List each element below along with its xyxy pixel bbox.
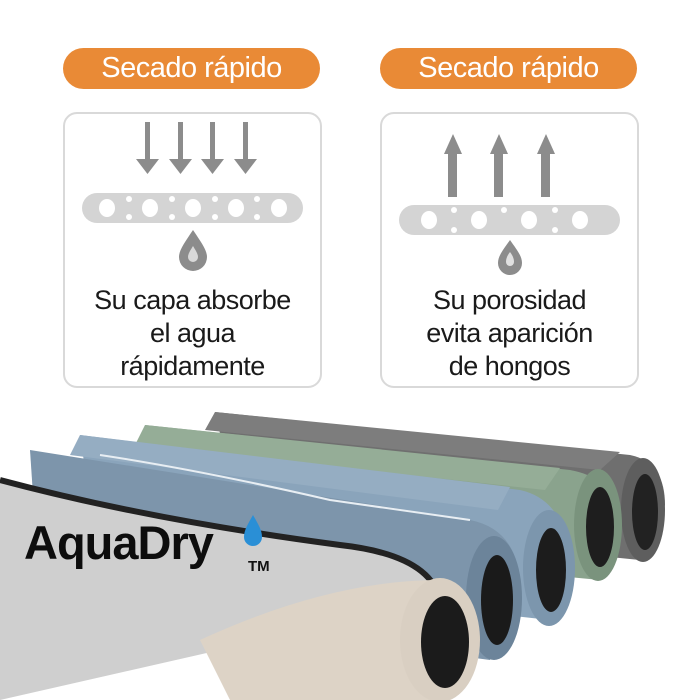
caption-line: de hongos bbox=[448, 351, 571, 381]
trademark: TM bbox=[248, 558, 270, 575]
arrow-up-icon bbox=[490, 134, 508, 197]
mat-beige bbox=[0, 477, 480, 700]
caption-line: rápidamente bbox=[120, 351, 265, 381]
arrow-down-icon bbox=[136, 122, 159, 174]
caption-line: Su capa absorbe bbox=[94, 285, 291, 315]
arrow-down-icon bbox=[201, 122, 224, 174]
water-drop-icon bbox=[244, 515, 262, 546]
caption-line: el agua bbox=[149, 318, 236, 348]
panel-absorb: Su capa absorbe el agua rápidamente bbox=[63, 112, 322, 388]
brand-logo: AquaDry bbox=[24, 516, 214, 569]
caption-line: Su porosidad bbox=[432, 285, 587, 315]
arrow-up-icon bbox=[537, 134, 555, 197]
arrow-down-icon bbox=[234, 122, 257, 174]
caption-absorb: Su capa absorbe el agua rápidamente bbox=[65, 284, 320, 383]
porosity-icon bbox=[399, 134, 620, 275]
caption-line: evita aparición bbox=[426, 318, 593, 348]
arrow-up-icon bbox=[444, 134, 462, 197]
arrow-down-icon bbox=[169, 122, 192, 174]
badge-left: Secado rápido bbox=[63, 48, 320, 89]
badge-right: Secado rápido bbox=[380, 48, 637, 89]
absorb-icon bbox=[82, 122, 303, 271]
panel-porosity: Su porosidad evita aparición de hongos bbox=[380, 112, 639, 388]
caption-porosity: Su porosidad evita aparición de hongos bbox=[382, 284, 637, 383]
